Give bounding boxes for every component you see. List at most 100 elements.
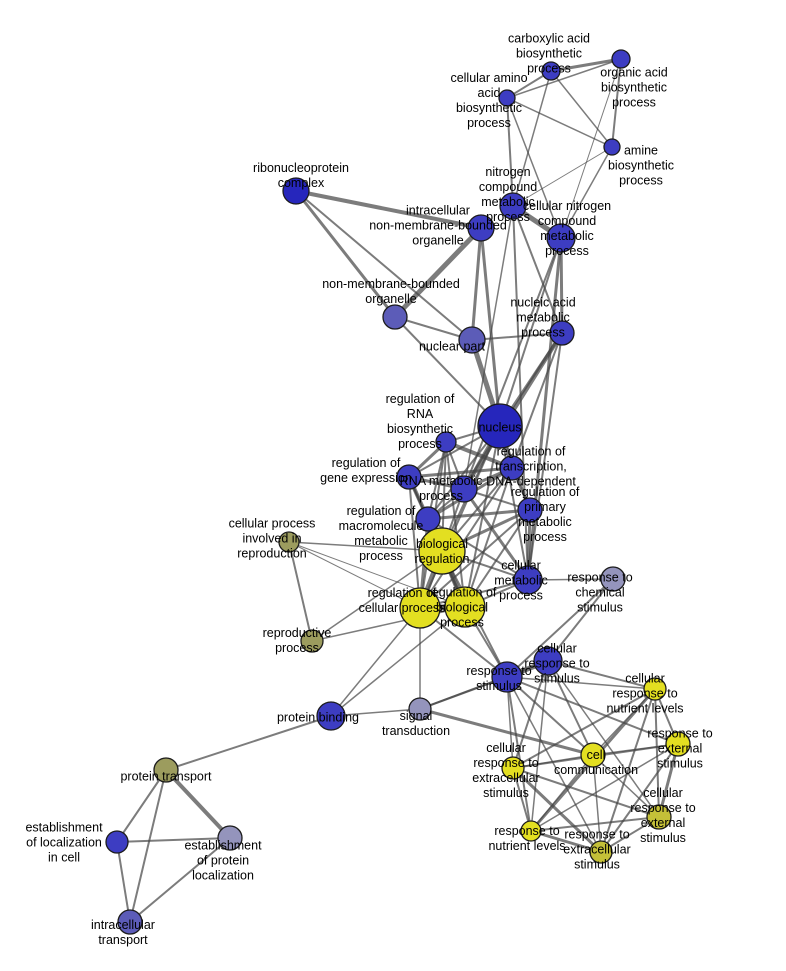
node-response-extracellular[interactable] [589,840,613,864]
node-cellular-response-nutrient[interactable] [643,677,667,701]
node-nucleus[interactable] [477,403,523,449]
node-label-amine: process [619,174,663,188]
node-label-cellular-response-external: stimulus [640,831,686,845]
node-nitrogen-compound[interactable] [499,192,527,220]
node-label-non-membrane-organelle: organelle [365,292,416,306]
node-cellular-metabolic[interactable] [513,565,543,595]
node-cellular-nitrogen-compound[interactable] [546,223,576,253]
node-label-amine: biosynthetic [608,159,674,173]
node-label-intracellular-organelle: organelle [412,234,463,248]
node-label-establishment-localization-cell: of localization [26,836,102,850]
edge-cellular-process-reproduction--reg-cellular-process [288,541,421,609]
node-response-nutrient-levels[interactable] [520,820,542,842]
edge-protein-binding--signal-transduction [330,708,421,717]
node-signal-transduction[interactable] [408,697,432,721]
node-label-cellular-amino-acid: biosynthetic [456,101,522,115]
node-carboxylic-acid[interactable] [541,61,561,81]
node-establishment-protein-localization[interactable] [217,825,243,851]
node-label-reproductive-process: reproductive [263,626,332,640]
node-cellular-response-stimulus[interactable] [533,646,563,676]
edge-response-stimulus--cellular-response-nutrient [506,676,656,690]
node-label-cellular-response-external: cellular [643,786,683,800]
node-label-non-membrane-organelle: non-membrane-bounded [322,277,460,291]
node-label-reg-rna-biosynthetic: biosynthetic [387,422,453,436]
node-reg-primary-metabolic[interactable] [517,497,543,523]
node-label-reg-biological-process: biological [436,601,488,615]
node-response-stimulus[interactable] [491,661,523,693]
edge-non-membrane-organelle--nucleus [394,316,501,427]
node-label-response-chemical: response to [567,571,632,585]
edge-protein-transport--establishment-protein-localization [164,768,232,840]
edge-ribonucleoprotein-complex--intracellular-organelle [294,189,483,230]
node-nuclear-part[interactable] [458,326,486,354]
edge-response-stimulus--response-extracellular [506,676,602,853]
edge-cellular-process-reproduction--reproductive-process [288,541,313,642]
node-ribonucleoprotein-complex[interactable] [282,177,310,205]
node-label-cellular-response-stimulus: response to [524,657,589,671]
edge-cellular-amino-acid--amine [506,97,613,148]
node-reg-gene-expression[interactable] [396,464,422,490]
node-protein-transport[interactable] [153,757,179,783]
edge-carboxylic-acid--nitrogen-compound [512,70,552,207]
node-label-rna-metabolic: process [419,489,463,503]
node-label-response-chemical: stimulus [577,601,623,615]
node-label-response-external: response to [647,727,712,741]
edge-reg-rna-biosynthetic--reg-biological-process [445,441,466,608]
edge-cellular-amino-acid--cellular-nitrogen-compound [506,97,562,239]
edge-amine--nitrogen-compound [512,146,613,207]
node-label-reg-rna-biosynthetic: RNA [407,407,434,421]
node-nucleic-acid-metabolic[interactable] [549,320,575,346]
node-label-reg-transcription: transcription, [495,460,567,474]
node-cellular-response-extracellular[interactable] [501,756,525,780]
node-rna-metabolic[interactable] [450,475,478,503]
node-reg-cellular-process[interactable] [399,587,441,629]
edge-establishment-localization-cell--intracellular-transport [116,841,131,923]
node-biological-regulation[interactable] [418,527,466,575]
node-label-nuclear-part: nuclear part [419,340,486,354]
node-label-signal-transduction: transduction [382,724,450,738]
node-label-organic-acid: biosynthetic [601,81,667,95]
edge-cellular-amino-acid--nitrogen-compound [506,97,514,207]
node-establishment-localization-cell[interactable] [105,830,129,854]
node-reg-rna-biosynthetic[interactable] [435,431,457,453]
node-cell-communication[interactable] [580,742,606,768]
node-label-response-extracellular: extracellular [563,843,630,857]
node-response-chemical[interactable] [600,566,626,592]
edge-cellular-response-stimulus--cellular-response-extracellular [512,660,549,769]
node-label-rna-metabolic: RNA metabolic [400,474,483,488]
node-label-response-extracellular: stimulus [574,858,620,872]
node-non-membrane-organelle[interactable] [382,304,408,330]
node-reproductive-process[interactable] [300,629,324,653]
node-intracellular-transport[interactable] [117,909,143,935]
node-label-response-stimulus: stimulus [476,679,522,693]
edge-cellular-response-nutrient--cellular-response-extracellular [512,688,656,769]
node-cellular-response-external[interactable] [646,804,672,830]
edge-cellular-nitrogen-compound--nucleic-acid-metabolic [559,236,564,335]
node-organic-acid[interactable] [611,49,631,69]
node-label-reg-gene-expression: gene expression [320,471,412,485]
node-label-cellular-response-stimulus: cellular [537,642,577,656]
node-intracellular-organelle[interactable] [467,214,495,242]
node-response-external[interactable] [665,731,691,757]
node-protein-binding[interactable] [316,701,346,731]
node-cellular-amino-acid[interactable] [498,89,516,107]
edge-intracellular-organelle--nucleus [479,226,502,428]
node-label-reg-gene-expression: regulation of [332,456,401,470]
node-amine[interactable] [603,138,621,156]
node-reg-macromolecule-metabolic[interactable] [415,506,441,532]
node-label-cellular-process-reproduction: reproduction [237,547,307,561]
node-cellular-process-reproduction[interactable] [278,531,300,553]
node-label-nucleic-acid-metabolic: process [521,326,565,340]
edge-nucleic-acid-metabolic--reg-transcription [511,332,563,469]
node-label-reg-macromolecule-metabolic: regulation of [347,504,416,518]
node-label-reg-macromolecule-metabolic: macromolecule [339,519,424,533]
node-label-nitrogen-compound: metabolic [481,195,535,209]
node-label-reg-cellular-process: cellular process [359,601,446,615]
node-label-establishment-protein-localization: establishment [184,839,262,853]
node-label-response-external: stimulus [657,757,703,771]
node-reg-transcription[interactable] [499,455,525,481]
edge-nucleic-acid-metabolic--cellular-metabolic [527,332,563,581]
edge-reg-biological-process--protein-binding [330,606,466,717]
node-reg-biological-process[interactable] [444,586,486,628]
edge-cellular-response-stimulus--cellular-response-external [547,660,660,818]
